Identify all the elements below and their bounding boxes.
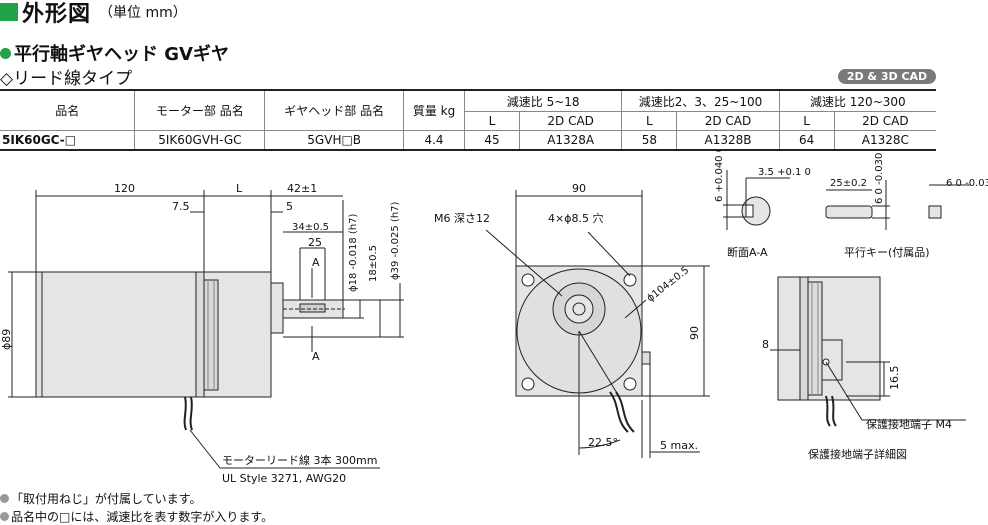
col-ratio3: 減速比 120~300: [778, 89, 936, 112]
col-mass: 質量 kg: [403, 89, 465, 131]
label-m6: M6 深さ12: [434, 212, 490, 225]
dim-phi18: ϕ18 -0.018 (h7): [348, 213, 359, 292]
bullet-icon: [0, 47, 11, 59]
bullet-icon: [0, 494, 9, 503]
dim-34: 34±0.5: [292, 222, 329, 233]
key-label: 平行キー(付属品): [844, 246, 930, 259]
dim-angle: 22.5°: [588, 436, 618, 449]
note-2-text: 品名中の□には、減速比を表す数字が入ります。: [11, 510, 274, 524]
dim-sec-6: 6 +0.040 0: [714, 150, 725, 202]
spec-table: 品名 モーター部 品名 ギヤヘッド部 品名 質量 kg 減速比 5~18 減速比…: [0, 89, 936, 151]
cad-badge[interactable]: 2D & 3D CAD: [838, 69, 936, 84]
dim-120: 120: [114, 182, 135, 195]
section-title: 外形図 （単位 mm）: [0, 0, 187, 27]
col-ratio2: 減速比2、3、25~100: [621, 89, 780, 112]
green-square-icon: [0, 3, 18, 21]
cell-cad2-link[interactable]: A1328B: [676, 130, 780, 151]
dim-L: L: [236, 182, 243, 195]
gnd-detail-label: 保護接地端子詳細図: [808, 447, 907, 461]
section-label: 断面A-A: [727, 245, 768, 259]
subtitle-type: ◇リード線タイプ: [0, 64, 132, 89]
cell-L3: 64: [778, 130, 835, 151]
ground-detail: [770, 276, 966, 427]
cell-L2: 58: [621, 130, 678, 151]
dimension-drawing: 120 L 42±1 7.5 5 34±0.5 25 A A ϕ18 -0.01…: [0, 150, 988, 485]
cell-cad3-link[interactable]: A1328C: [833, 130, 936, 151]
cell-motor: 5IK60GVH-GC: [134, 130, 266, 151]
subtitle-gear-text: 平行軸ギヤヘッド GVギヤ: [14, 44, 229, 65]
cell-L1: 45: [463, 130, 521, 151]
key-drawing: [825, 180, 970, 230]
dim-42: 42±1: [287, 182, 317, 195]
title-text: 外形図: [22, 2, 92, 27]
note-2: 品名中の□には、減速比を表す数字が入ります。: [0, 508, 273, 525]
table-subheader-row: L 2D CAD L 2D CAD L 2D CAD: [0, 111, 936, 131]
dim-a-top: A: [312, 256, 320, 269]
cell-product: 5IK60GC-□: [0, 130, 136, 151]
bullet-icon: [0, 512, 9, 521]
side-view: [8, 190, 404, 469]
cell-cad1-link[interactable]: A1328A: [519, 130, 623, 151]
dim-phi104: ϕ104±0.5: [645, 265, 691, 304]
dim-key-6a: 6 0 -0.030: [874, 153, 885, 204]
dim-a-bottom: A: [312, 350, 320, 363]
dim-phi39: ϕ39 -0.025 (h7): [390, 201, 401, 280]
col-L2: L: [621, 111, 678, 131]
dim-5max: 5 max.: [660, 439, 698, 452]
label-holes: 4×ϕ8.5 穴: [548, 211, 603, 225]
subtitle-type-text: ◇リード線タイプ: [0, 69, 133, 89]
dim-25: 25: [308, 236, 322, 249]
cell-gearhead: 5GVH□B: [264, 130, 405, 151]
front-view: [485, 190, 710, 458]
dim-key-6b: 6 0 -0.030: [946, 178, 988, 189]
col-cad2: 2D CAD: [676, 111, 780, 131]
subtitle-gear: 平行軸ギヤヘッド GVギヤ: [0, 40, 229, 66]
dim-90-top: 90: [572, 182, 586, 195]
unit-text: （単位 mm）: [99, 5, 187, 21]
dim-phi89: ϕ89: [0, 329, 13, 350]
col-L1: L: [464, 111, 521, 131]
dim-key-25: 25±0.2: [830, 178, 867, 189]
dim-7-5: 7.5: [172, 200, 190, 213]
col-ratio1: 減速比 5~18: [463, 89, 623, 112]
col-cad1: 2D CAD: [519, 111, 623, 131]
cell-mass: 4.4: [403, 130, 465, 151]
dim-90-side: 90: [688, 326, 701, 340]
note-1-text: 「取付用ねじ」が付属しています。: [11, 492, 202, 506]
note-1: 「取付用ねじ」が付属しています。: [0, 490, 201, 507]
dim-gnd-16-5: 16.5: [888, 366, 901, 391]
dim-sec-3-5: 3.5 +0.1 0: [758, 167, 811, 178]
section-aa: [723, 170, 790, 230]
col-product: 品名: [0, 89, 136, 131]
col-motor: モーター部 品名: [134, 89, 266, 131]
lead-wire-label-1: モーターリード線 3本 300mm: [222, 453, 377, 467]
dim-5: 5: [286, 200, 293, 213]
lead-wire-label-2: UL Style 3271, AWG20: [222, 472, 346, 485]
dim-gnd-8: 8: [762, 338, 769, 351]
col-L3: L: [778, 111, 835, 131]
col-cad3: 2D CAD: [833, 111, 936, 131]
gnd-terminal-label: 保護接地端子 M4: [866, 417, 952, 431]
table-header-row: 品名 モーター部 品名 ギヤヘッド部 品名 質量 kg 減速比 5~18 減速比…: [0, 89, 936, 131]
table-row: 5IK60GC-□ 5IK60GVH-GC 5GVH□B 4.4 45 A132…: [0, 130, 936, 151]
col-gearhead: ギヤヘッド部 品名: [264, 89, 405, 131]
dim-18: 18±0.5: [368, 245, 379, 282]
